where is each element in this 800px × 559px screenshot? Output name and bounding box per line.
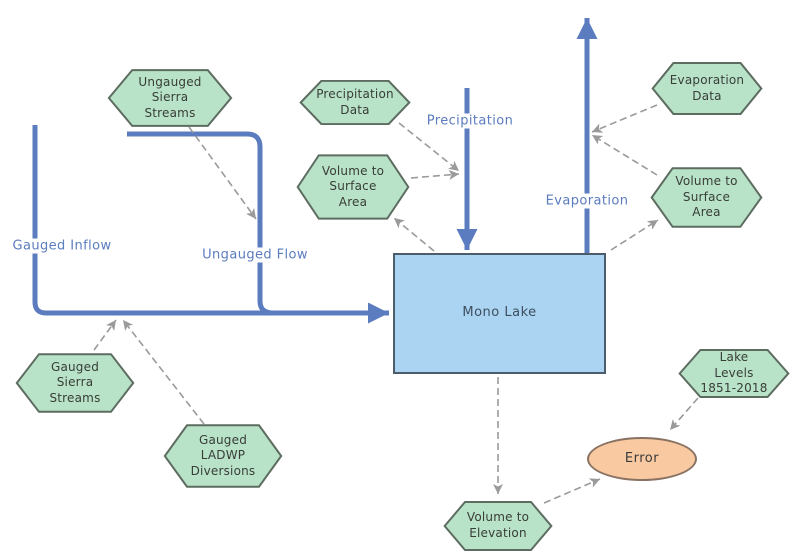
node-label: Error xyxy=(624,450,660,466)
node-label: Mono Lake xyxy=(462,305,537,321)
node-label: Volume to Elevation xyxy=(466,510,530,540)
node-volume-to-surface-area-right[interactable]: Volume to Surface Area xyxy=(650,167,763,228)
node-error[interactable]: Error xyxy=(587,437,697,481)
flow-label-ungauged-flow: Ungauged Flow xyxy=(199,247,311,263)
hexagon-shape xyxy=(443,501,553,551)
node-volume-to-surface-area-left[interactable]: Volume to Surface Area xyxy=(296,154,410,220)
edge-precip-data-to-precipitation xyxy=(398,122,460,172)
edge-lake-to-v2sa-left xyxy=(393,217,435,252)
node-mono-lake[interactable]: Mono Lake xyxy=(393,253,606,374)
node-volume-to-elevation[interactable]: Volume to Elevation xyxy=(443,501,553,551)
node-ungauged-sierra-streams[interactable]: Ungauged Sierra Streams xyxy=(107,69,233,127)
node-label: Lake Levels 1851-2018 xyxy=(700,350,768,396)
edge-lake-to-v2sa-right xyxy=(610,219,659,251)
edge-lake-levels-to-error xyxy=(669,397,699,431)
node-label: Gauged LADWP Diversions xyxy=(190,432,256,478)
edge-v2sa-left-to-precipitation xyxy=(410,169,460,180)
flow-label-precipitation: Precipitation xyxy=(423,113,517,129)
edge-v2sa-right-to-evaporation xyxy=(591,134,658,176)
hexagon-shape xyxy=(651,62,763,115)
node-label: Volume to Surface Area xyxy=(321,163,385,209)
node-lake-levels-1851-2018[interactable]: Lake Levels 1851-2018 xyxy=(678,349,790,398)
hexagon-shape xyxy=(163,424,283,488)
node-gauged-sierra-streams[interactable]: Gauged Sierra Streams xyxy=(15,353,135,413)
edge-ladwp-to-inflow xyxy=(122,319,205,425)
hexagon-shape xyxy=(296,154,410,220)
node-precipitation-data[interactable]: Precipitation Data xyxy=(299,80,411,125)
node-gauged-ladwp-diversions[interactable]: Gauged LADWP Diversions xyxy=(163,424,283,488)
node-label: Ungauged Sierra Streams xyxy=(138,74,202,120)
edge-gauged-sierra-to-inflow xyxy=(93,319,117,351)
edge-evap-data-to-evaporation xyxy=(591,104,658,133)
flow-ungauged xyxy=(127,131,274,316)
node-label: Precipitation Data xyxy=(316,86,394,117)
edge-volume-to-elevation-to-error xyxy=(543,478,601,504)
node-label: Volume to Surface Area xyxy=(675,174,738,220)
node-label: Evaporation Data xyxy=(669,72,745,103)
hexagon-shape xyxy=(15,353,135,413)
node-evaporation-data[interactable]: Evaporation Data xyxy=(651,62,763,115)
hexagon-shape xyxy=(107,69,233,127)
flow-gauged-inflow xyxy=(32,125,389,324)
flow-label-gauged-inflow: Gauged Inflow xyxy=(9,238,115,254)
edge-ungauged-sierra-to-ungauged-flow xyxy=(188,126,257,220)
flow-label-evaporation: Evaporation xyxy=(542,193,632,209)
hexagon-shape xyxy=(299,80,411,125)
hexagon-shape xyxy=(678,349,790,398)
hexagon-shape xyxy=(650,167,763,228)
node-label: Gauged Sierra Streams xyxy=(49,359,101,405)
